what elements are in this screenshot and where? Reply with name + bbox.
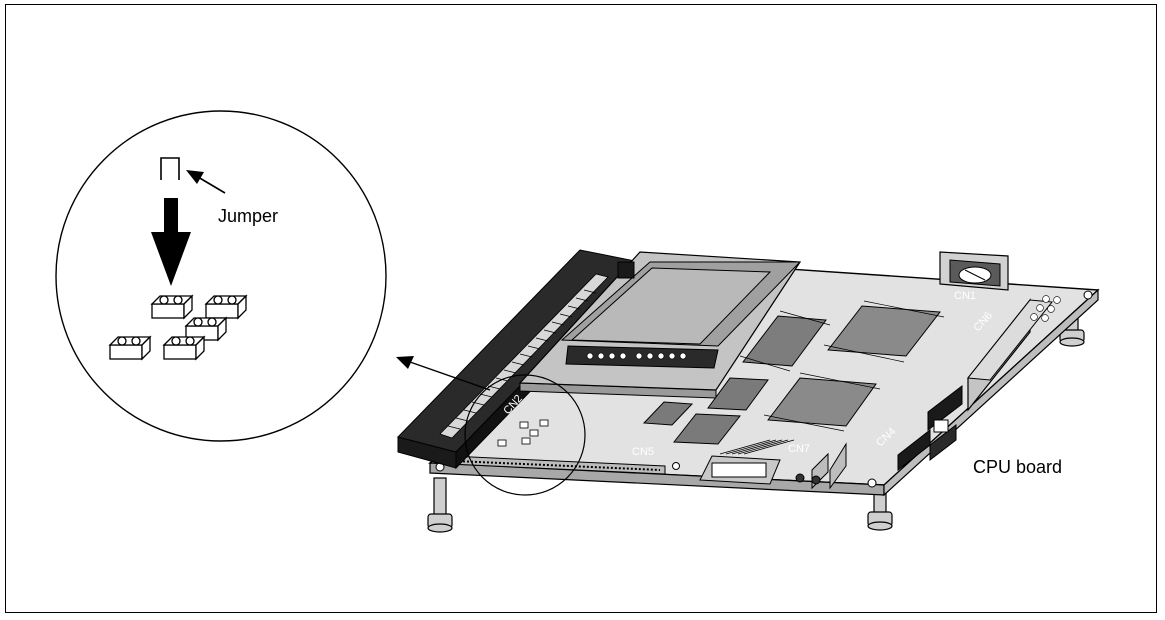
magnified-jumpers bbox=[108, 294, 248, 361]
cpu-board-label: CPU board bbox=[973, 457, 1062, 477]
jumper-symbol bbox=[160, 157, 180, 180]
jumper-pointer-arrow bbox=[186, 170, 226, 194]
cn4-connector bbox=[897, 384, 963, 472]
cn1-connector bbox=[939, 251, 1009, 291]
ic-chips bbox=[642, 300, 945, 445]
magnified-view bbox=[55, 110, 387, 442]
callout-arrow bbox=[396, 356, 491, 391]
cn7-label: CN7 bbox=[788, 443, 810, 455]
cn7-connector bbox=[699, 439, 847, 490]
lcd-module bbox=[518, 251, 802, 399]
down-arrow bbox=[151, 198, 191, 286]
board-highlight-circle bbox=[464, 374, 586, 496]
cn1-label: CN1 bbox=[954, 290, 976, 302]
cn6-header bbox=[967, 295, 1061, 412]
jumper-label: Jumper bbox=[218, 206, 278, 226]
figure-frame bbox=[5, 4, 1157, 613]
board-jumpers bbox=[497, 419, 549, 447]
cn5-label: CN5 bbox=[632, 446, 654, 458]
